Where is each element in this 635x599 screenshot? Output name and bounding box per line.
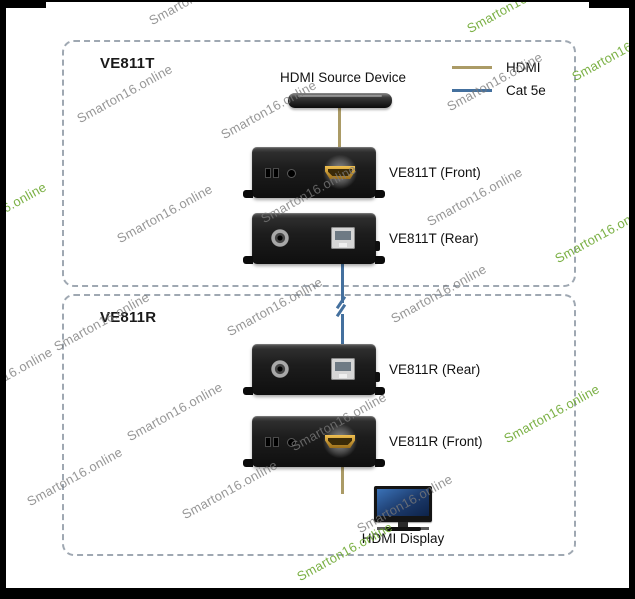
rj45-port-icon	[331, 358, 355, 380]
hdmi-port-icon	[325, 166, 355, 179]
hdmi-cable-receiver-to-display	[341, 467, 344, 494]
hdmi-cable-source-to-transmitter	[338, 108, 341, 148]
hdmi-source-device-label: HDMI Source Device	[279, 70, 407, 85]
ground-screw-icon	[375, 241, 380, 251]
dip-switch-icon	[273, 437, 279, 447]
cat5e-cable-lower-segment	[341, 314, 344, 344]
mounting-tab-left	[243, 190, 253, 198]
ve811r-front-label: VE811R (Front)	[389, 434, 483, 449]
ir-port-icon	[287, 438, 296, 447]
watermark-text: Smarton16.online	[0, 344, 55, 410]
cat5e-cable-swatch	[452, 88, 492, 92]
frame-corner-top-right	[589, 0, 635, 8]
hdmi-port-icon	[325, 435, 355, 448]
legend-item-cat5e: Cat 5e	[452, 82, 546, 98]
mounting-tab-right	[375, 387, 385, 395]
frame-edge-right	[629, 0, 635, 599]
dip-switch-icon	[265, 168, 271, 178]
ir-port-icon	[287, 169, 296, 178]
mounting-tab-left	[243, 459, 253, 467]
hdmi-cable-swatch	[452, 65, 492, 69]
rj45-port-icon	[331, 227, 355, 249]
legend-item-hdmi: HDMI	[452, 59, 546, 75]
mounting-tab-right	[375, 459, 385, 467]
ve811r-front-unit	[243, 416, 385, 467]
ve811r-rear-label: VE811R (Rear)	[389, 362, 481, 377]
ve811t-rear-label: VE811T (Rear)	[389, 231, 479, 246]
hdmi-source-device-icon	[288, 93, 392, 108]
transmitter-section-box: VE811T	[62, 40, 576, 287]
cable-legend: HDMI Cat 5e	[452, 59, 546, 98]
receiver-section-box: VE811R	[62, 294, 576, 556]
monitor-neck	[398, 522, 408, 527]
hdmi-legend-label: HDMI	[506, 59, 541, 75]
mounting-tab-right	[375, 190, 385, 198]
frame-corner-top-left	[0, 0, 46, 8]
mounting-tab-left	[243, 387, 253, 395]
ve811t-front-unit	[243, 147, 385, 198]
transmitter-section-title: VE811T	[100, 55, 155, 72]
cat5e-legend-label: Cat 5e	[506, 82, 546, 98]
hdmi-display-icon	[374, 486, 432, 532]
watermark-text: Smarton16.online	[146, 0, 247, 28]
watermark-text: Smarton16.online	[569, 19, 635, 85]
dip-switch-icon	[273, 168, 279, 178]
ground-screw-icon	[375, 372, 380, 382]
frame-edge-left	[0, 0, 6, 599]
frame-edge-top	[0, 0, 635, 2]
monitor-base	[385, 527, 421, 531]
ve811t-rear-unit	[243, 213, 385, 264]
cat5e-cable-upper-segment	[341, 264, 344, 303]
power-jack-icon	[271, 229, 289, 247]
frame-edge-bottom	[0, 588, 635, 599]
ve811t-front-label: VE811T (Front)	[389, 165, 481, 180]
mounting-tab-left	[243, 256, 253, 264]
watermark-text: Smarton16.online	[0, 179, 49, 245]
dip-switch-icon	[265, 437, 271, 447]
watermark-text: Smarton16.online	[464, 0, 565, 37]
power-jack-icon	[271, 360, 289, 378]
monitor-screen	[377, 489, 429, 516]
hdmi-display-label: HDMI Display	[361, 531, 445, 546]
mounting-tab-right	[375, 256, 385, 264]
receiver-section-title: VE811R	[100, 309, 157, 326]
ve811r-rear-unit	[243, 344, 385, 395]
